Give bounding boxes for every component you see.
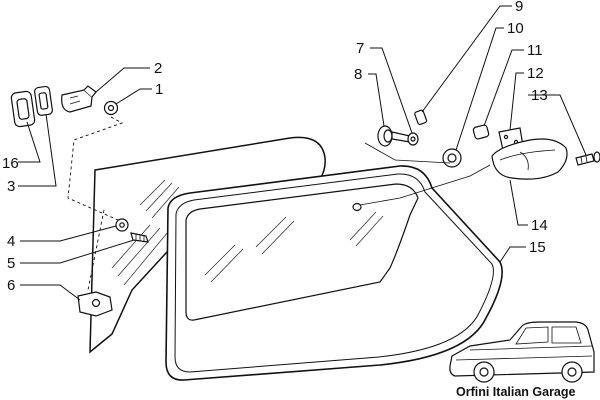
part-4-washer	[115, 218, 129, 232]
part-1-nut	[103, 100, 119, 116]
part-9-pin	[414, 109, 428, 125]
callout-6: 6	[7, 277, 15, 294]
callout-3: 3	[7, 178, 15, 195]
part-6-bracket	[77, 291, 113, 317]
callout-8: 8	[354, 66, 362, 83]
part-7-screw	[391, 131, 419, 146]
callout-5: 5	[7, 255, 15, 272]
callout-16: 16	[2, 155, 19, 172]
part-11-bushing	[472, 124, 490, 140]
leader-lines	[18, 5, 587, 301]
callout-9: 9	[515, 0, 523, 15]
part-5-screw	[130, 232, 149, 243]
callout-15: 15	[529, 239, 546, 256]
car-logo-icon	[449, 321, 595, 383]
callout-4: 4	[7, 233, 15, 250]
part-16-gasket	[10, 90, 36, 128]
callout-1: 1	[155, 81, 163, 98]
callout-12: 12	[527, 65, 544, 82]
callout-10: 10	[507, 20, 524, 37]
callout-11: 11	[527, 42, 543, 59]
window-seal	[165, 165, 503, 381]
part-13-bolt	[575, 151, 600, 166]
part-3-gasket	[34, 85, 53, 116]
brand-text: Orfini Italian Garage	[456, 385, 576, 399]
callout-14: 14	[531, 217, 548, 234]
part-2-latch-clip	[61, 85, 97, 113]
part-14-latch	[491, 138, 568, 180]
part-8-bushing	[377, 125, 393, 147]
callout-2: 2	[154, 60, 162, 77]
callout-7: 7	[356, 40, 364, 57]
part-10-grommet	[442, 148, 462, 168]
